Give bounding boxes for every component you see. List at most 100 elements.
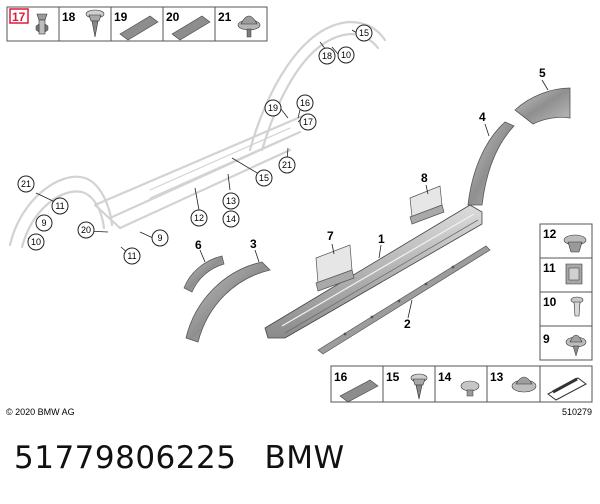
nut-21-icon [237, 15, 261, 38]
expansion-nut-12-icon [563, 234, 587, 253]
svg-text:1: 1 [378, 232, 385, 246]
callout-20-low[interactable]: 20 [77, 221, 95, 239]
svg-text:11: 11 [543, 261, 556, 275]
callout-9-left[interactable]: 9 [35, 214, 53, 232]
highlight-frame [9, 8, 29, 24]
svg-text:8: 8 [421, 171, 428, 185]
part-6-front-bracket[interactable]: 6 [183, 238, 225, 293]
legend-cell-assembly[interactable] [547, 377, 587, 401]
svg-text:14: 14 [226, 214, 236, 224]
legend-cell-20[interactable]: 20 [166, 10, 211, 41]
legend-cell-17[interactable]: 17 [9, 8, 49, 35]
svg-text:11: 11 [127, 251, 136, 261]
svg-text:16: 16 [300, 98, 310, 108]
callout-10-top[interactable]: 10 [337, 46, 355, 64]
callout-12-low[interactable]: 12 [190, 209, 208, 227]
legend-label-19: 19 [114, 10, 128, 24]
callout-16-mid[interactable]: 16 [296, 94, 314, 112]
legend-cell-10[interactable]: 10 [543, 295, 584, 317]
callout-11-low[interactable]: 11 [123, 247, 141, 265]
callout-17-mid[interactable]: 17 [299, 113, 317, 131]
svg-text:21: 21 [282, 160, 292, 170]
part-number-line: 51779806225 BMW [14, 440, 345, 476]
part-4-wheel-arch-trim[interactable]: 4 [467, 110, 515, 206]
svg-text:14: 14 [438, 370, 452, 384]
part-5-rear-arch-trim[interactable]: 5 [514, 66, 571, 125]
svg-text:9: 9 [41, 218, 46, 228]
legend-cell-14[interactable]: 14 [438, 370, 480, 397]
legend-cell-9[interactable]: 9 [543, 332, 587, 357]
svg-text:21: 21 [21, 179, 31, 189]
svg-text:9: 9 [543, 332, 550, 346]
legend-label-18: 18 [62, 10, 76, 24]
svg-text:7: 7 [327, 229, 334, 243]
svg-text:10: 10 [341, 50, 351, 60]
svg-text:18: 18 [322, 51, 332, 61]
part-3-front-arch-trim[interactable]: 3 [185, 237, 271, 343]
callout-11-left[interactable]: 11 [51, 197, 69, 215]
part-1-side-sill[interactable]: 1 [264, 204, 483, 339]
svg-text:10: 10 [543, 295, 557, 309]
svg-text:13: 13 [226, 196, 236, 206]
copyright: © 2020 BMW AG [6, 407, 75, 417]
svg-text:4: 4 [479, 110, 486, 124]
svg-text:10: 10 [31, 237, 41, 247]
legend-label-21: 21 [218, 10, 232, 24]
adhesive-pad-20-icon [171, 15, 211, 41]
svg-text:9: 9 [157, 233, 162, 243]
callout-15-top[interactable]: 15 [355, 24, 373, 42]
svg-text:17: 17 [303, 117, 313, 127]
svg-text:2: 2 [404, 317, 411, 331]
legend-cell-15[interactable]: 15 [386, 370, 428, 400]
clip-17-icon [35, 13, 49, 35]
spreader-rivet-9-icon [565, 334, 587, 357]
legend-cell-13[interactable]: 13 [490, 370, 537, 393]
rivet-nut-13-icon [511, 376, 537, 393]
svg-text:3: 3 [250, 237, 257, 251]
svg-text:15: 15 [386, 370, 400, 384]
bottom-legend: 16 15 14 13 [330, 365, 593, 403]
svg-text:16: 16 [334, 370, 348, 384]
svg-text:15: 15 [359, 28, 369, 38]
right-legend: 12 11 10 9 [539, 223, 593, 361]
top-legend: 17 18 19 20 21 [6, 6, 268, 42]
legend-cell-19[interactable]: 19 [114, 10, 159, 41]
callout-10-left[interactable]: 10 [27, 233, 45, 251]
svg-text:13: 13 [490, 370, 504, 384]
part-number: 51779806225 [14, 440, 237, 476]
svg-text:11: 11 [55, 201, 64, 211]
screw-18-icon [85, 9, 105, 38]
callout-21-left[interactable]: 21 [17, 175, 35, 193]
part-8-bracket[interactable]: 8 [409, 171, 445, 225]
part-7-bracket[interactable]: 7 [315, 229, 355, 292]
callout-15-mid[interactable]: 15 [255, 169, 273, 187]
svg-text:12: 12 [543, 227, 557, 241]
legend-cell-12[interactable]: 12 [543, 227, 587, 253]
callout-18-top[interactable]: 18 [318, 47, 336, 65]
brand-name: BMW [264, 440, 345, 476]
expanding-rivet-10-icon [570, 296, 584, 317]
svg-text:12: 12 [194, 213, 204, 223]
legend-cell-16[interactable]: 16 [334, 370, 379, 403]
callout-9-low[interactable]: 9 [151, 229, 169, 247]
svg-text:20: 20 [81, 225, 91, 235]
legend-label-20: 20 [166, 10, 180, 24]
svg-text:6: 6 [195, 238, 202, 252]
adhesive-pad-16-icon [339, 379, 379, 403]
callout-13[interactable]: 13 [222, 192, 240, 210]
callouts: 15 18 10 19 16 17 21 15 21 11 9 10 20 9 … [17, 24, 373, 265]
diagram-code: 510279 [562, 407, 592, 417]
screw-15-icon [410, 373, 428, 400]
callout-19-mid[interactable]: 19 [264, 99, 282, 117]
legend-cell-18[interactable]: 18 [62, 9, 105, 38]
legend-cell-11[interactable]: 11 [543, 261, 583, 285]
legend-cell-21[interactable]: 21 [218, 10, 261, 38]
legend-label-17: 17 [12, 10, 26, 24]
callout-14[interactable]: 14 [222, 210, 240, 228]
callout-21-mid[interactable]: 21 [278, 156, 296, 174]
nut-14-icon [460, 380, 480, 397]
svg-text:5: 5 [539, 66, 546, 80]
part-2-sill-strip[interactable]: 2 [317, 245, 491, 355]
svg-text:19: 19 [268, 103, 278, 113]
